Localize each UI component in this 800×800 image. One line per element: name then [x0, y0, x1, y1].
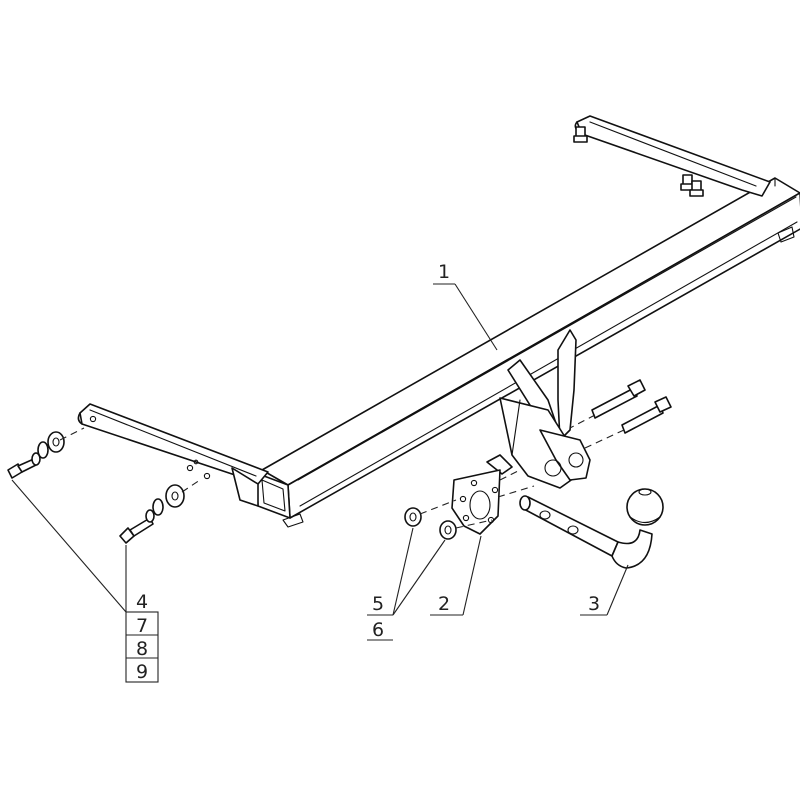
right-side-bracket [573, 115, 771, 197]
callout-label-1: 1 [438, 261, 450, 283]
callout-label-2: 2 [438, 593, 450, 615]
right-bracket-stud [689, 180, 704, 197]
bolt [119, 517, 154, 544]
right-bracket-stud [573, 126, 588, 143]
hitch-mount-bracket [499, 329, 591, 489]
bolt [591, 379, 646, 419]
callout-label-9: 9 [136, 661, 148, 683]
callout-label-7: 7 [136, 615, 148, 637]
washer-large [47, 431, 65, 453]
callout-label-8: 8 [136, 638, 148, 660]
callout-label-6: 6 [372, 619, 384, 641]
crossbeam [255, 177, 800, 528]
bolt [621, 396, 672, 434]
spring-washer [145, 509, 155, 523]
callout-2: 2 [430, 535, 482, 616]
callout-label-5: 5 [372, 593, 384, 615]
washer [152, 498, 164, 516]
callout-5-6: 5 6 [367, 527, 446, 641]
callout-label-4: 4 [136, 591, 148, 613]
callout-label-3: 3 [588, 593, 600, 615]
callout-4-9: 4 7 8 9 [11, 479, 159, 683]
nut [404, 507, 422, 527]
tow-ball [519, 488, 664, 569]
left-side-bracket [77, 403, 269, 507]
socket-plate [451, 454, 513, 535]
spring-washer [31, 452, 41, 466]
washer [37, 441, 49, 459]
callout-1: 1 [433, 261, 498, 351]
callout-3: 3 [580, 564, 629, 616]
nut [439, 520, 457, 540]
washer-large [165, 484, 185, 508]
